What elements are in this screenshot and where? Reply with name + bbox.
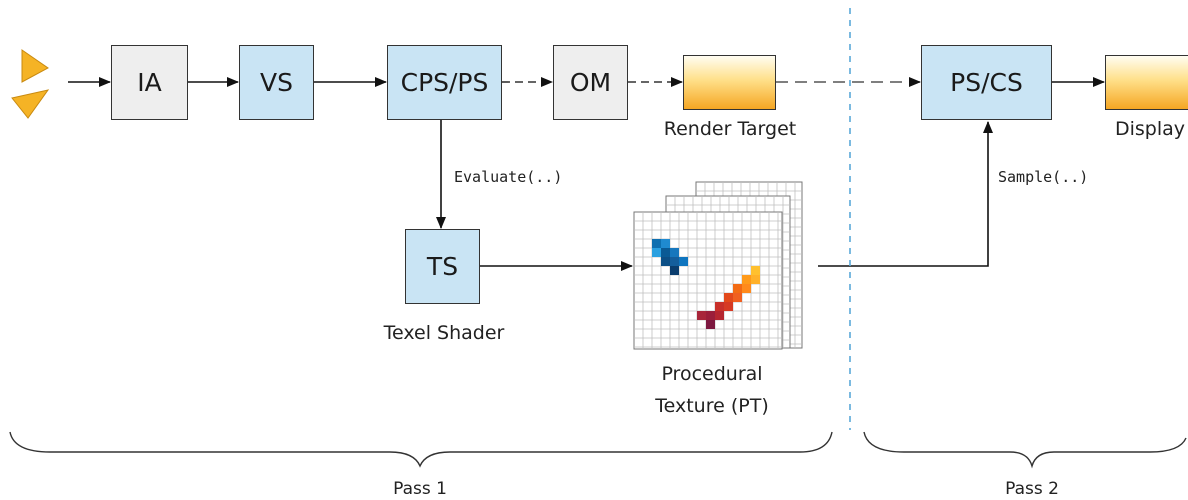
texture-pixel	[706, 320, 715, 329]
evaluate-call-label: Evaluate(..)	[454, 168, 563, 186]
texture-pixel	[661, 257, 670, 266]
procedural-texture-label-line1: Procedural	[661, 363, 763, 385]
om-node: OM	[553, 45, 628, 120]
texture-pixel	[751, 275, 760, 284]
texture-pixel	[733, 284, 742, 293]
texture-pixel	[742, 275, 751, 284]
texture-pixel	[652, 248, 661, 257]
ia-node: IA	[111, 45, 188, 120]
texel-shader-label: Texel Shader	[383, 322, 505, 344]
procedural-texture-label-line2: Texture (PT)	[655, 395, 769, 417]
pass2-brace	[863, 431, 1187, 469]
texture-pixel	[661, 239, 670, 248]
texture-pixel	[733, 293, 742, 302]
ps-cs-node: PS/CS	[921, 45, 1052, 120]
texture-pixel	[670, 257, 679, 266]
procedural-texture-stack	[633, 181, 803, 350]
display-label: Display	[1115, 118, 1186, 140]
display-node	[1105, 55, 1188, 110]
render-target-label: Render Target	[663, 118, 797, 140]
texture-pixel	[670, 248, 679, 257]
cps-ps-node: CPS/PS	[387, 45, 502, 120]
texture-pixel	[706, 311, 715, 320]
texture-pixel	[742, 284, 751, 293]
pass1-brace	[9, 431, 833, 468]
texture-pixel	[661, 248, 670, 257]
texture-pixel	[697, 311, 706, 320]
texture-pixel	[724, 302, 733, 311]
ts-node: TS	[405, 229, 480, 304]
input-triangle-icon	[21, 49, 49, 83]
texture-pixel	[679, 257, 688, 266]
texture-pixel	[715, 302, 724, 311]
texture-pixel	[724, 293, 733, 302]
texture-pixel	[751, 266, 760, 275]
texture-pixel	[652, 239, 661, 248]
sample-call-label: Sample(..)	[998, 168, 1089, 186]
texture-pixel	[715, 311, 724, 320]
vs-node: VS	[239, 45, 314, 120]
texture-pixel	[670, 266, 679, 275]
arrow-texture-to-pscs	[818, 121, 993, 267]
render-target-node	[683, 55, 776, 110]
input-triangle-icon	[11, 89, 50, 119]
pass1-label: Pass 1	[393, 479, 447, 499]
pass2-label: Pass 2	[1005, 479, 1059, 499]
